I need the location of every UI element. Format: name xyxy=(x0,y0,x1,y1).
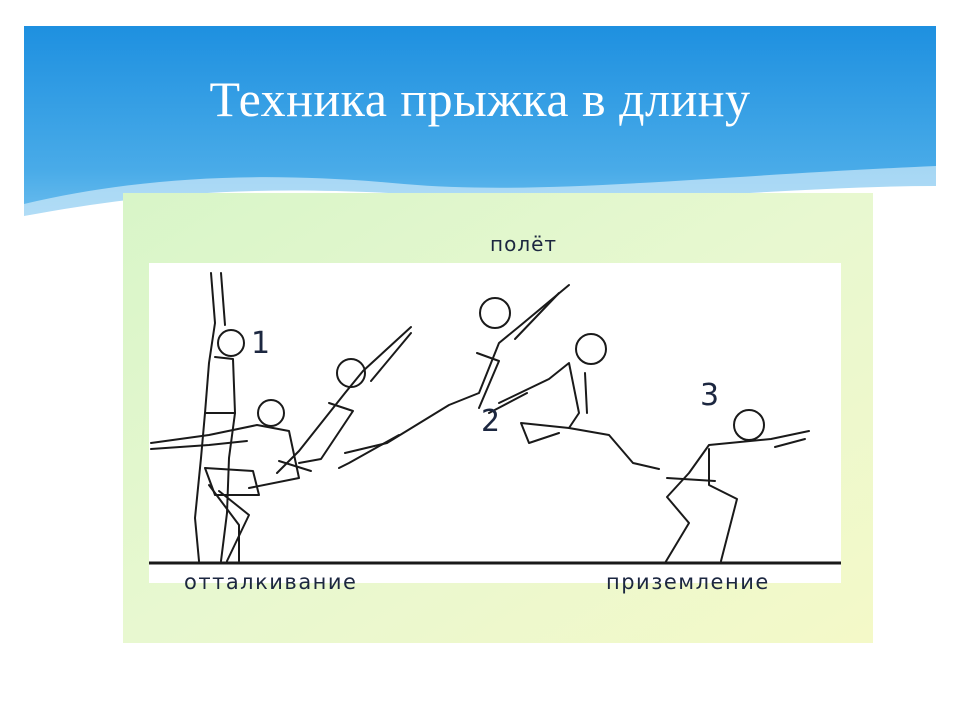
athlete-figure-takeoff xyxy=(150,399,300,562)
phase-number-1: 1 xyxy=(251,326,271,361)
label-takeoff: отталкивание xyxy=(184,570,358,594)
athlete-figure-dive xyxy=(276,326,412,474)
athlete-figure-tuck xyxy=(488,333,660,470)
label-landing: приземление xyxy=(606,570,770,594)
athlete-figure-landing xyxy=(664,409,810,564)
phase-number-2: 2 xyxy=(481,404,501,439)
athlete-figure-flight xyxy=(338,284,570,469)
label-flight: полёт xyxy=(490,232,558,256)
athlete-figure-1 xyxy=(194,272,245,562)
illustration-area xyxy=(149,263,841,583)
long-jump-illustration xyxy=(149,272,841,565)
slide-title: Техника прыжка в длину xyxy=(209,71,751,127)
phase-number-3: 3 xyxy=(700,378,720,413)
